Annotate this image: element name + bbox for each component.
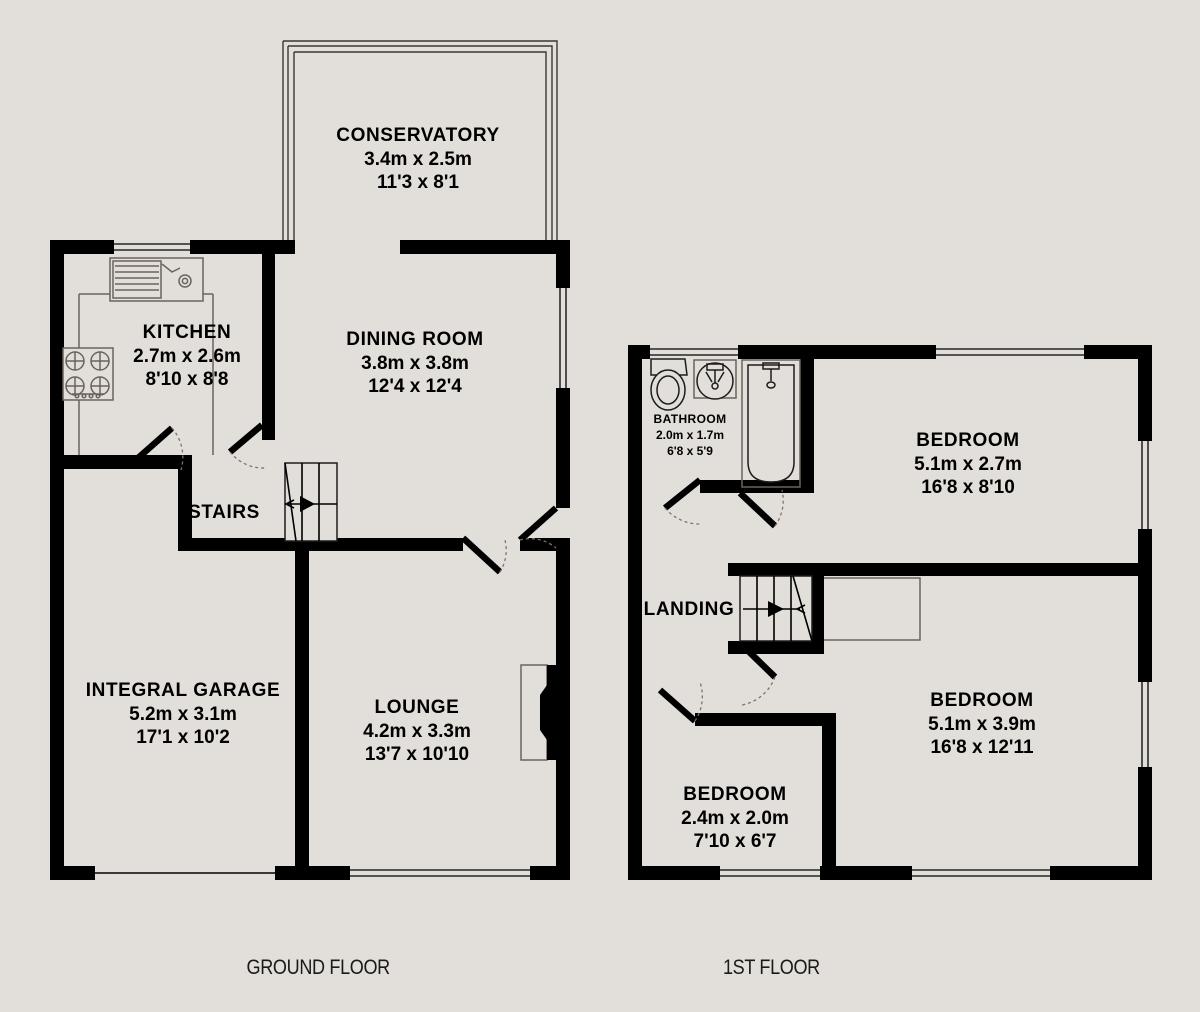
lounge-label-group: LOUNGE 4.2m x 3.3m 13'7 x 10'10	[363, 697, 471, 765]
room-imperial-bathroom: 6'8 x 5'9	[667, 444, 713, 458]
room-metric-kitchen: 2.7m x 2.6m	[133, 346, 241, 367]
lounge-bay-window	[520, 664, 556, 761]
stairs-label-group: STAIRS	[188, 502, 260, 523]
bedroom-second-label-group: BEDROOM 5.1m x 3.9m 16'8 x 12'11	[928, 690, 1036, 758]
ground-floor-doors	[135, 422, 557, 573]
bathroom-fixtures	[650, 358, 801, 488]
staircase-first-floor	[739, 575, 921, 642]
room-metric-dining-room: 3.8m x 3.8m	[361, 353, 469, 374]
room-metric-bedroom-third: 2.4m x 2.0m	[681, 808, 789, 829]
kitchen-label-group: KITCHEN 2.7m x 2.6m 8'10 x 8'8	[133, 322, 241, 390]
dining-room-angled-walls	[460, 505, 559, 575]
room-name-bathroom: BATHROOM	[654, 412, 727, 426]
staircase-ground	[284, 462, 338, 542]
bedroom-main-label-group: BEDROOM 5.1m x 2.7m 16'8 x 8'10	[914, 430, 1022, 498]
room-name-bedroom-third: BEDROOM	[683, 784, 786, 805]
floor-label-first: 1ST FLOOR	[723, 956, 820, 980]
room-name-bedroom-second: BEDROOM	[930, 690, 1033, 711]
room-imperial-kitchen: 8'10 x 8'8	[146, 369, 229, 390]
room-imperial-bedroom-second: 16'8 x 12'11	[930, 737, 1034, 758]
room-metric-bathroom: 2.0m x 1.7m	[656, 428, 724, 442]
room-imperial-bedroom-main: 16'8 x 8'10	[921, 477, 1015, 498]
floor-label-ground: GROUND FLOOR	[247, 956, 391, 980]
room-imperial-lounge: 13'7 x 10'10	[365, 744, 469, 765]
room-name-dining-room: DINING ROOM	[346, 329, 484, 350]
first-floor-walls	[628, 345, 1152, 880]
integral-garage-label-group: INTEGRAL GARAGE 5.2m x 3.1m 17'1 x 10'2	[86, 680, 280, 748]
room-metric-lounge: 4.2m x 3.3m	[363, 721, 471, 742]
ground-floor-plan: CONSERVATORY 3.4m x 2.5m 11'3 x 8'1 KITC…	[50, 40, 570, 980]
room-name-kitchen: KITCHEN	[143, 322, 232, 343]
first-floor-internal-walls	[695, 345, 1138, 880]
room-name-landing: LANDING	[644, 599, 735, 620]
conservatory-structure	[282, 40, 558, 245]
bedroom-third-label-group: BEDROOM 2.4m x 2.0m 7'10 x 6'7	[681, 784, 789, 852]
dining-room-label-group: DINING ROOM 3.8m x 3.8m 12'4 x 12'4	[346, 329, 484, 397]
room-imperial-conservatory: 11'3 x 8'1	[377, 172, 459, 193]
room-imperial-integral-garage: 17'1 x 10'2	[136, 727, 230, 748]
room-name-bedroom-main: BEDROOM	[916, 430, 1019, 451]
bathroom-label-group: BATHROOM 2.0m x 1.7m 6'8 x 5'9	[654, 412, 727, 458]
kitchen-fixtures	[62, 257, 214, 455]
first-floor-doors	[657, 477, 784, 724]
first-floor-plan: BATHROOM 2.0m x 1.7m 6'8 x 5'9 BEDROOM 5…	[628, 345, 1152, 979]
ground-floor-internal-walls	[50, 240, 570, 880]
room-name-stairs: STAIRS	[188, 502, 260, 523]
conservatory-label-group: CONSERVATORY 3.4m x 2.5m 11'3 x 8'1	[336, 125, 499, 193]
room-name-integral-garage: INTEGRAL GARAGE	[86, 680, 280, 701]
landing-label-group: LANDING	[644, 599, 735, 620]
room-metric-conservatory: 3.4m x 2.5m	[364, 149, 472, 170]
room-metric-integral-garage: 5.2m x 3.1m	[129, 704, 237, 725]
room-name-lounge: LOUNGE	[375, 697, 460, 718]
room-imperial-bedroom-third: 7'10 x 6'7	[694, 831, 777, 852]
room-imperial-dining-room: 12'4 x 12'4	[368, 376, 462, 397]
room-name-conservatory: CONSERVATORY	[336, 125, 499, 146]
room-metric-bedroom-second: 5.1m x 3.9m	[928, 714, 1036, 735]
room-metric-bedroom-main: 5.1m x 2.7m	[914, 454, 1022, 475]
